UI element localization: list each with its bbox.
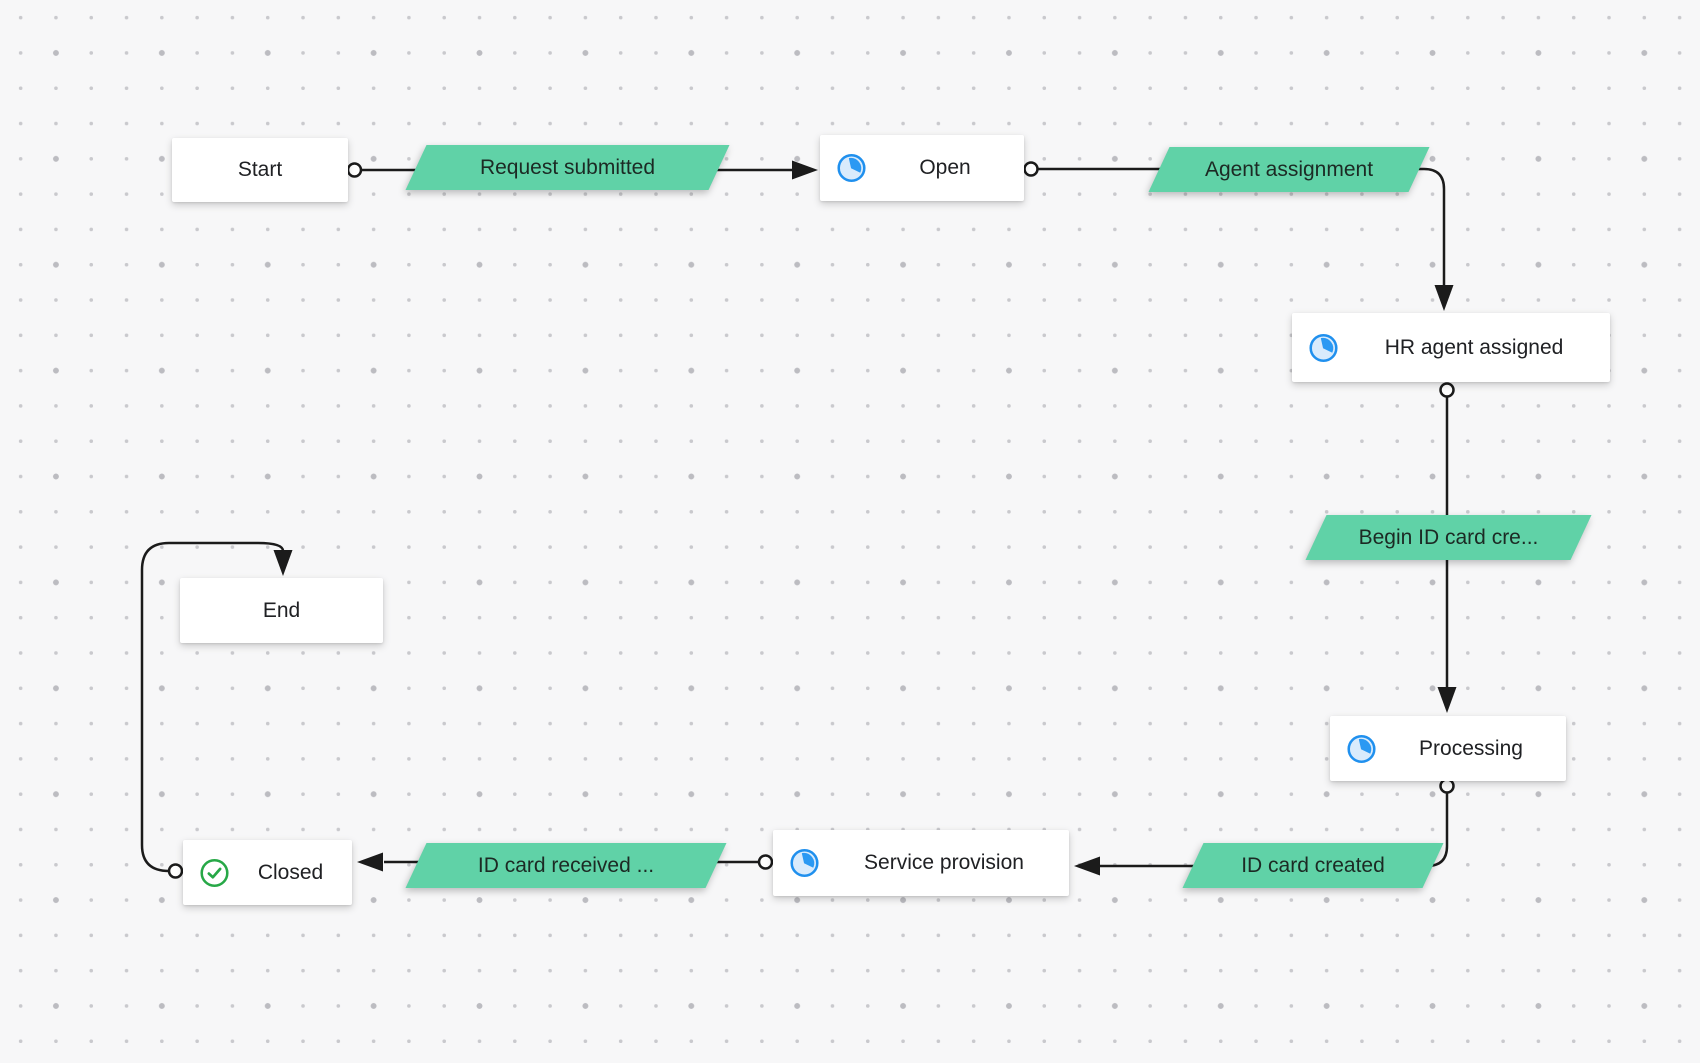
arrowhead-into-hr-agent-assigned — [1434, 285, 1454, 311]
state-node-service-provision[interactable]: Service provision — [773, 830, 1069, 896]
port-start-right[interactable] — [346, 162, 363, 178]
port-open-right[interactable] — [1023, 161, 1039, 177]
edge-open-to-hr-agent-assigned[interactable] — [1038, 167, 1446, 286]
in-progress-icon — [1308, 332, 1339, 363]
state-label: Processing — [1419, 736, 1523, 760]
port-closed-left[interactable] — [167, 863, 184, 879]
transition-begin-id-card-creation[interactable]: Begin ID card cre... — [1316, 515, 1581, 560]
transition-id-card-received[interactable]: ID card received ... — [416, 843, 716, 888]
arrowhead-into-processing — [1437, 687, 1457, 713]
state-label: Open — [919, 156, 971, 179]
state-label: Service provision — [864, 851, 1024, 874]
arrowhead-into-service-provision — [1074, 856, 1100, 876]
state-label: Start — [237, 158, 283, 181]
transition-label: Request submitted — [479, 155, 656, 179]
port-service-provision-left[interactable] — [757, 854, 774, 870]
transition-label: ID card created — [1241, 853, 1385, 877]
edge-closed-to-end[interactable] — [140, 541, 285, 873]
state-node-start[interactable]: Start — [172, 138, 348, 202]
state-label: HR agent assigned — [1384, 335, 1564, 359]
transition-label: Agent assignment — [1204, 157, 1374, 181]
state-node-hr-agent-assigned[interactable]: HR agent assigned — [1292, 313, 1610, 382]
port-processing-bottom[interactable] — [1439, 778, 1455, 794]
check-circle-icon — [199, 857, 230, 888]
arrowhead-into-closed — [357, 852, 383, 872]
port-hr-agent-assigned-bottom[interactable] — [1439, 382, 1455, 398]
state-node-open[interactable]: Open — [820, 135, 1024, 201]
state-label: Closed — [257, 860, 324, 884]
state-node-end[interactable]: End — [180, 578, 383, 643]
arrowhead-into-open — [792, 160, 818, 180]
transition-request-submitted[interactable]: Request submitted — [416, 145, 719, 190]
transition-agent-assignment[interactable]: Agent assignment — [1159, 147, 1419, 192]
state-label: End — [262, 598, 301, 622]
transition-id-card-created[interactable]: ID card created — [1193, 843, 1433, 888]
state-node-closed[interactable]: Closed — [183, 840, 352, 905]
in-progress-icon — [1346, 733, 1377, 764]
in-progress-icon — [789, 848, 820, 879]
transition-label: ID card received ... — [477, 853, 655, 877]
state-node-processing[interactable]: Processing — [1330, 716, 1566, 781]
arrowhead-into-end — [273, 550, 293, 576]
in-progress-icon — [836, 153, 867, 184]
transition-label: Begin ID card cre... — [1358, 525, 1539, 549]
